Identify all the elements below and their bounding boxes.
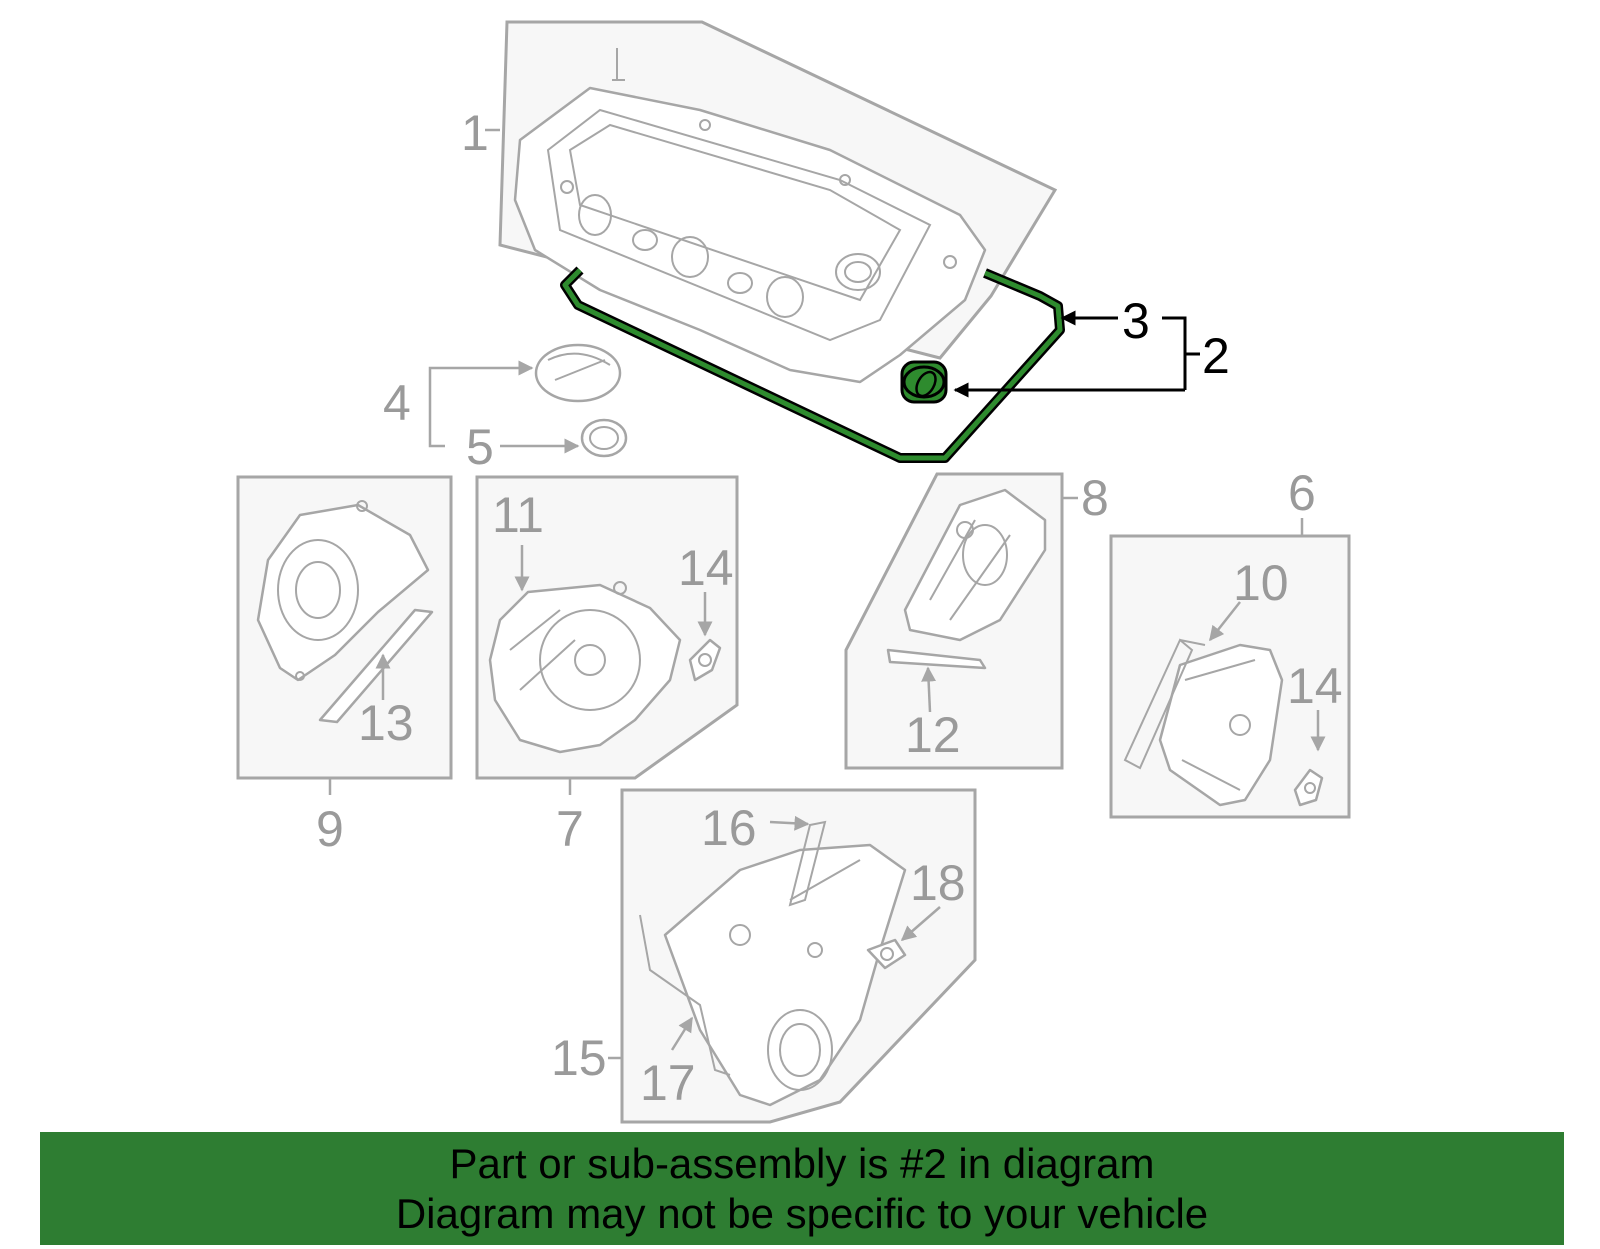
panel-7: 11 14 7 xyxy=(475,475,739,857)
spark-plug-tube-seal-highlight[interactable] xyxy=(900,360,948,404)
cap-o-ring[interactable] xyxy=(580,418,628,458)
timing-belt-cover-8[interactable] xyxy=(903,488,1047,642)
banner-background xyxy=(40,1132,1564,1245)
oil-filler-cap-group: 4 5 xyxy=(383,343,628,475)
callout-5: 5 xyxy=(466,419,494,475)
callout-6: 6 xyxy=(1288,465,1316,521)
callout-17: 17 xyxy=(640,1055,696,1111)
callout-11: 11 xyxy=(492,487,544,543)
callout-4: 4 xyxy=(383,375,411,431)
callout-3: 3 xyxy=(1122,293,1150,349)
grommet-14b[interactable] xyxy=(1293,768,1324,807)
banner-line-1: Part or sub-assembly is #2 in diagram xyxy=(449,1139,1155,1187)
cover-gasket-10[interactable] xyxy=(1123,638,1206,770)
timing-belt-lower-cover[interactable] xyxy=(663,843,907,1107)
callout-9: 9 xyxy=(316,801,344,857)
cover-gasket-16[interactable] xyxy=(788,820,827,907)
cover-seal-17[interactable] xyxy=(639,914,731,1076)
panel-15: 16 18 17 15 xyxy=(551,788,977,1124)
callout-8: 8 xyxy=(1081,470,1109,526)
timing-belt-back-cover[interactable] xyxy=(256,500,430,682)
callout-14-b: 14 xyxy=(1287,658,1343,714)
valve-cover-panel: 1 xyxy=(461,20,1058,384)
panel-6: 10 14 6 xyxy=(1109,465,1351,819)
notice-banner: Part or sub-assembly is #2 in diagram Di… xyxy=(40,1132,1564,1245)
callout-18: 18 xyxy=(910,855,966,911)
callout-12: 12 xyxy=(905,707,961,763)
cover-seal-12[interactable] xyxy=(886,648,987,670)
callout-1: 1 xyxy=(461,105,489,161)
panel-9: 13 9 xyxy=(236,475,453,857)
callout-15: 15 xyxy=(551,1030,607,1086)
callout-7: 7 xyxy=(556,801,584,857)
callout-10: 10 xyxy=(1233,555,1289,611)
callout-13: 13 xyxy=(358,695,414,751)
callout-2: 2 xyxy=(1202,328,1230,384)
valve-cover-gasket-highlight[interactable] xyxy=(560,266,1065,463)
callout-14-a: 14 xyxy=(678,540,734,596)
timing-belt-cover-6[interactable] xyxy=(1158,643,1284,807)
valve-cover-part[interactable] xyxy=(513,48,987,384)
timing-belt-upper-cover[interactable] xyxy=(488,581,682,754)
banner-line-2: Diagram may not be specific to your vehi… xyxy=(395,1189,1209,1237)
grommet-14a[interactable] xyxy=(688,638,722,682)
grommet-18[interactable] xyxy=(866,938,907,970)
panel-8: 12 8 xyxy=(844,470,1109,770)
oil-filler-cap[interactable] xyxy=(534,343,622,403)
callout-group-2-3: 3 2 xyxy=(953,293,1230,398)
callout-16: 16 xyxy=(701,800,757,856)
